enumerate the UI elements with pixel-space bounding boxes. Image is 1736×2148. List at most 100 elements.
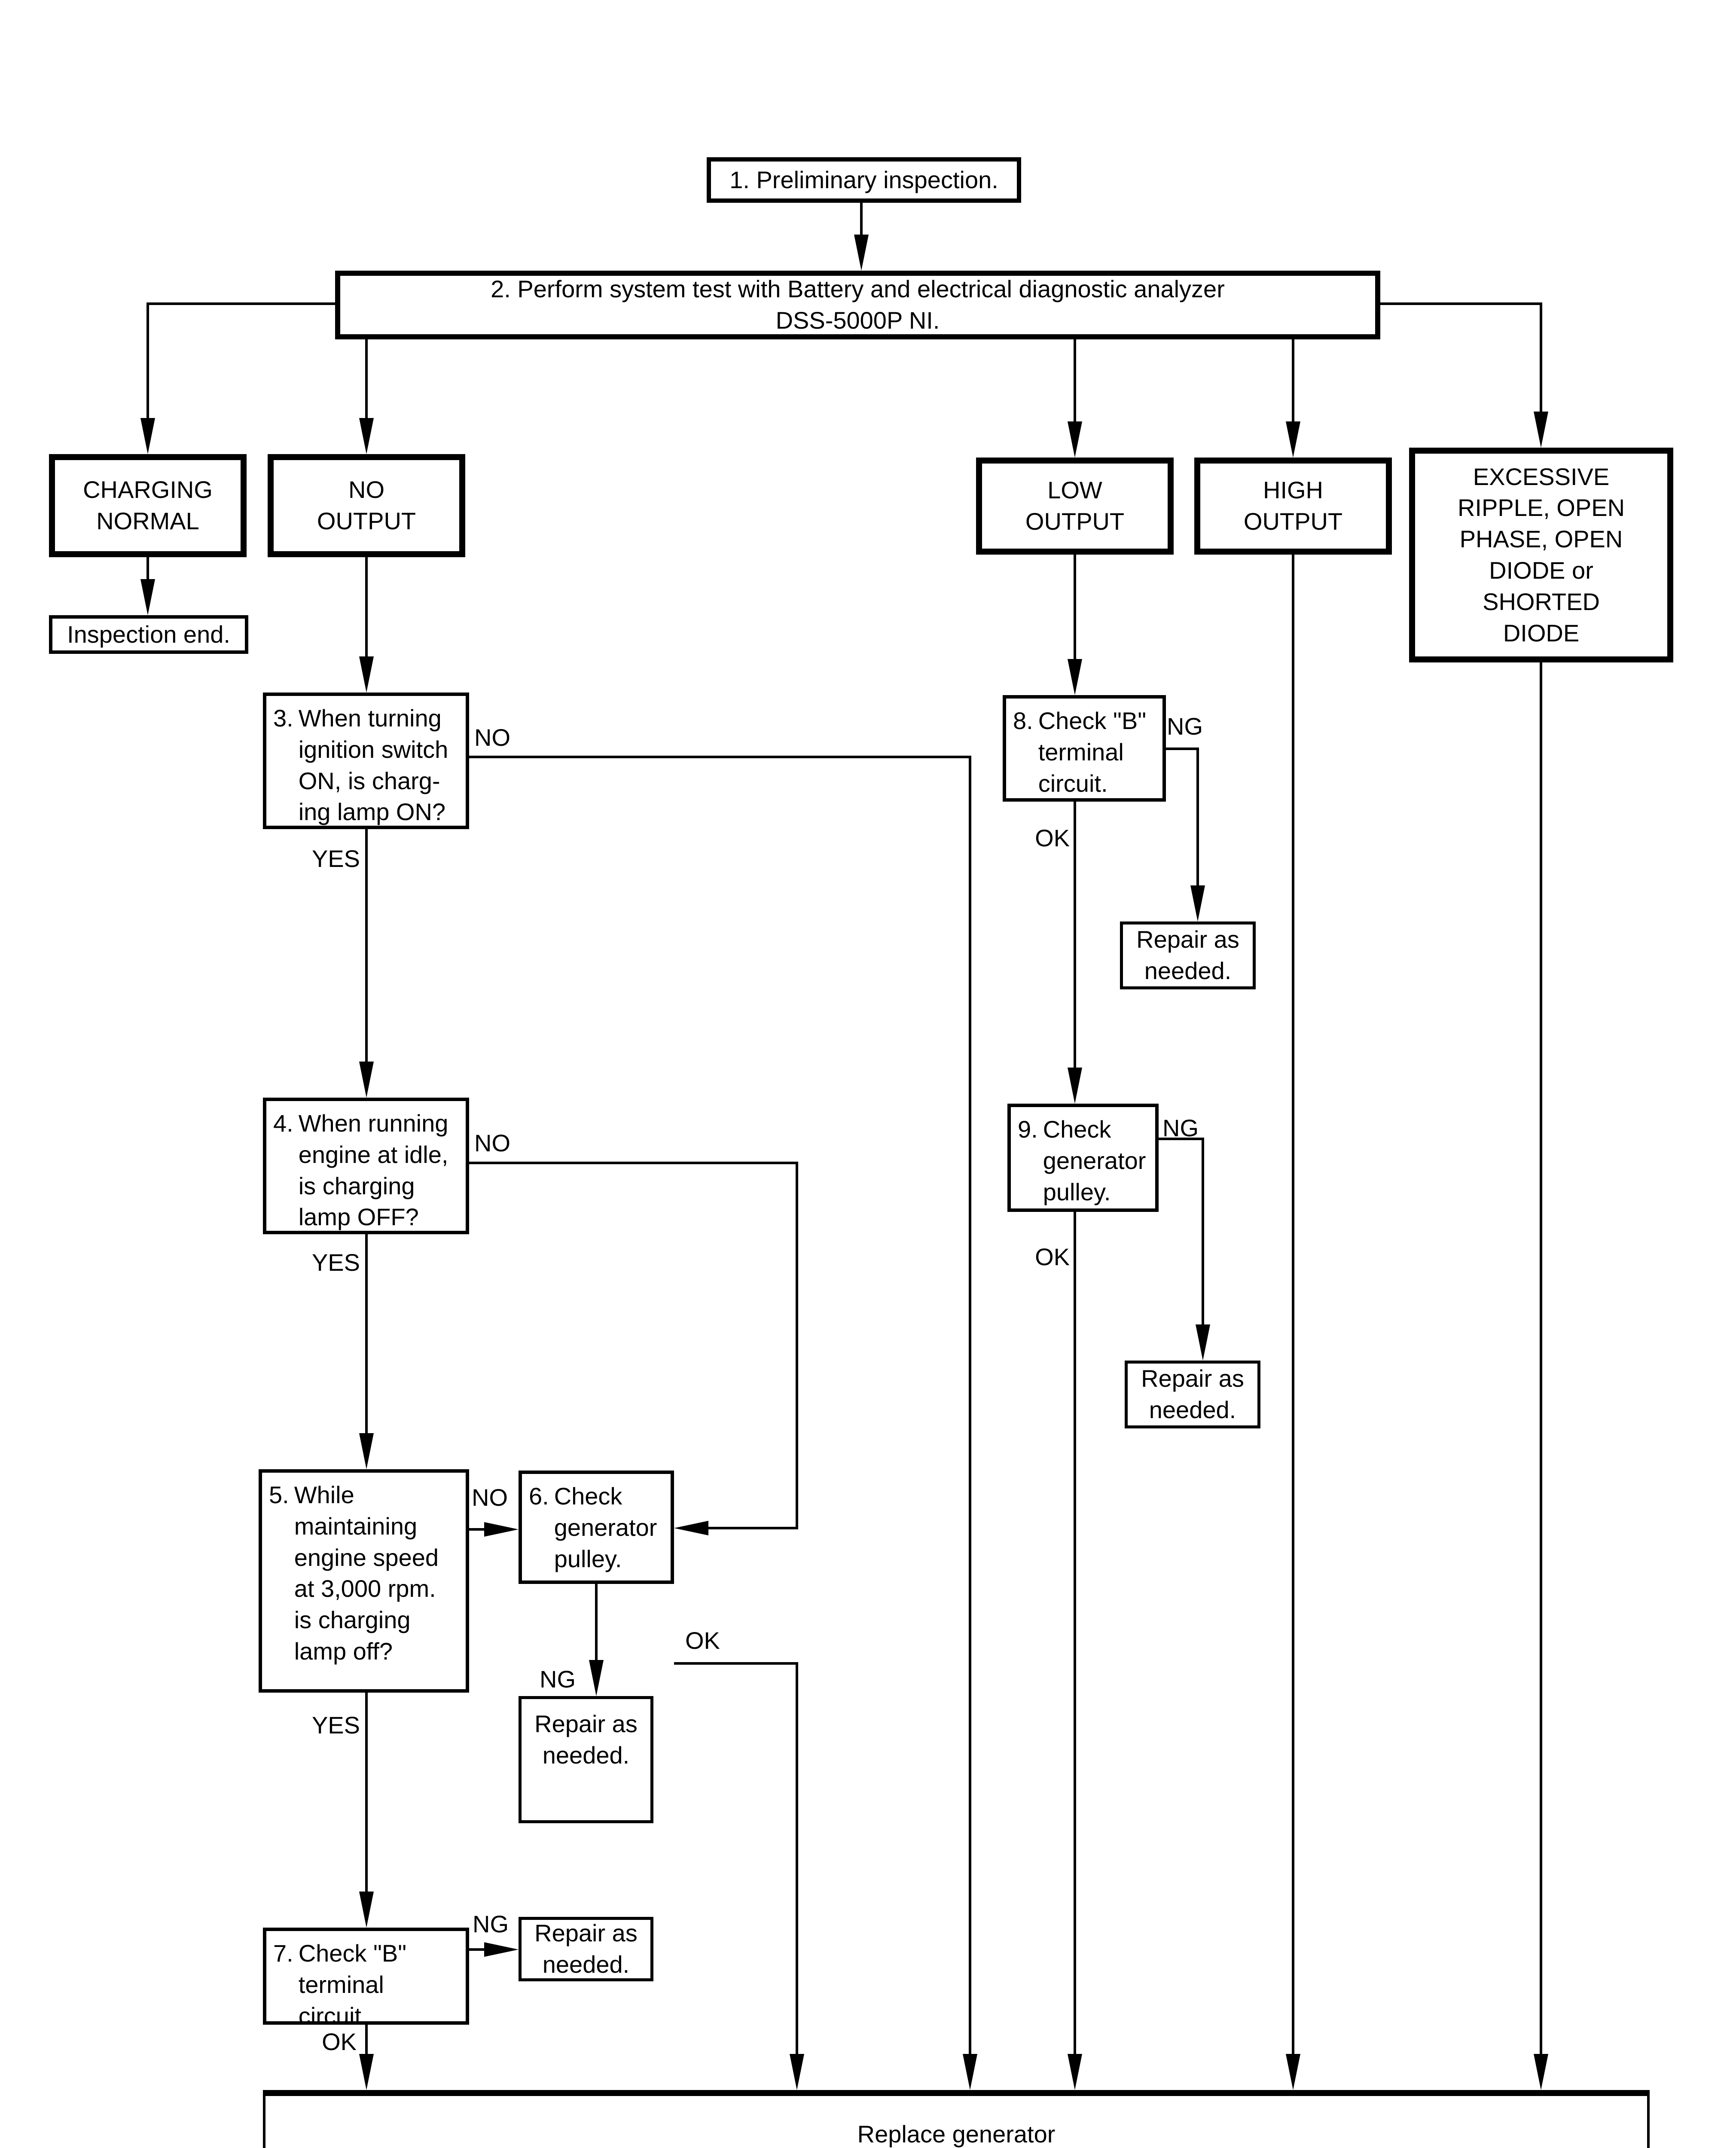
connector-line bbox=[146, 557, 149, 582]
node-step3-ignition-lamp: 3. When turning ignition switch ON, is c… bbox=[263, 693, 469, 829]
edge-label-step5-yes: YES bbox=[311, 1712, 360, 1739]
node-system-test: 2. Perform system test with Battery and … bbox=[335, 271, 1380, 339]
step5-number: 5. bbox=[269, 1481, 289, 1508]
node-inspection-end: Inspection end. bbox=[49, 615, 248, 654]
edge-label-step3-yes: YES bbox=[311, 845, 360, 872]
step6-text: Check generator pulley. bbox=[554, 1483, 657, 1572]
connector-line bbox=[708, 1527, 798, 1529]
connector-line bbox=[1159, 1138, 1204, 1140]
connector-line bbox=[1540, 302, 1542, 416]
step3-text: When turning ignition switch ON, is char… bbox=[298, 705, 448, 826]
step5-text: While maintaining engine speed at 3,000 … bbox=[294, 1481, 439, 1665]
step4-text: When running engine at idle, is charging… bbox=[298, 1110, 448, 1231]
edge-label-step8-ng: NG bbox=[1167, 713, 1203, 740]
node-repair-after-step7: Repair as needed. bbox=[519, 1917, 653, 1981]
connector-line bbox=[1074, 802, 1076, 1071]
arrowhead-down bbox=[1286, 421, 1300, 458]
step8-text: Check "B" terminal circuit. bbox=[1038, 707, 1147, 797]
connector-line bbox=[469, 1162, 798, 1164]
arrowhead-down bbox=[589, 1660, 604, 1696]
node-low-output: LOW OUTPUT bbox=[976, 458, 1174, 555]
step9-number: 9. bbox=[1018, 1116, 1038, 1143]
edge-label-step4-no: NO bbox=[474, 1129, 510, 1156]
connector-line bbox=[469, 756, 970, 758]
connector-line bbox=[1074, 555, 1076, 662]
connector-line bbox=[860, 203, 863, 237]
arrowhead-down bbox=[359, 1062, 374, 1098]
arrowhead-down bbox=[1068, 1068, 1082, 1104]
arrowhead-down bbox=[1190, 885, 1205, 921]
node-repair-after-step9: Repair as needed. bbox=[1125, 1361, 1260, 1428]
arrowhead-down bbox=[359, 656, 374, 693]
node-step5-3000rpm-lamp: 5. While maintaining engine speed at 3,0… bbox=[259, 1469, 469, 1693]
arrowhead-down bbox=[1068, 659, 1082, 695]
node-charging-normal: CHARGING NORMAL bbox=[49, 454, 247, 557]
connector-line bbox=[796, 1162, 798, 1529]
node-step4-idle-lamp: 4. When running engine at idle, is charg… bbox=[263, 1098, 469, 1234]
arrowhead-right bbox=[484, 1522, 519, 1537]
arrowhead-down bbox=[359, 2054, 374, 2090]
arrowhead-down bbox=[1068, 2054, 1082, 2090]
connector-line bbox=[1292, 339, 1294, 426]
connector-line bbox=[148, 302, 335, 305]
connector-line bbox=[365, 829, 368, 1065]
connector-line bbox=[469, 1528, 486, 1531]
node-excessive-ripple: EXCESSIVE RIPPLE, OPEN PHASE, OPEN DIODE… bbox=[1409, 448, 1673, 662]
connector-line bbox=[1166, 748, 1198, 750]
step6-number: 6. bbox=[529, 1483, 549, 1510]
connector-line bbox=[1196, 748, 1199, 889]
edge-label-step9-ng: NG bbox=[1162, 1114, 1199, 1141]
node-step8-b-terminal: 8. Check "B" terminal circuit. bbox=[1003, 695, 1166, 802]
connector-line bbox=[796, 1662, 798, 2057]
edge-label-step4-yes: YES bbox=[311, 1249, 360, 1276]
node-preliminary-inspection: 1. Preliminary inspection. bbox=[707, 157, 1021, 203]
arrowhead-down bbox=[854, 235, 869, 271]
connector-line bbox=[1380, 302, 1542, 305]
arrowhead-right bbox=[484, 1942, 519, 1957]
edge-label-step7-ok: OK bbox=[322, 2028, 357, 2055]
connector-line bbox=[365, 2025, 368, 2057]
connector-line bbox=[1540, 662, 1542, 2057]
edge-label-step7-ng: NG bbox=[473, 1910, 509, 1937]
connector-line bbox=[1202, 1138, 1204, 1329]
node-repair-after-step8: Repair as needed. bbox=[1120, 921, 1256, 989]
connector-line bbox=[595, 1584, 598, 1663]
arrowhead-down bbox=[1286, 2054, 1300, 2090]
edge-label-step3-no: NO bbox=[474, 724, 510, 751]
connector-line bbox=[365, 339, 368, 423]
edge-label-step5-no: NO bbox=[472, 1484, 508, 1511]
edge-label-step6-ok: OK bbox=[685, 1627, 720, 1654]
node-high-output: HIGH OUTPUT bbox=[1194, 458, 1392, 555]
connector-line bbox=[1074, 1212, 1076, 2057]
connector-line bbox=[146, 302, 149, 423]
step7-text: Check "B" terminal circuit. bbox=[298, 1940, 407, 2029]
node-step6-generator-pulley: 6. Check generator pulley. bbox=[519, 1471, 674, 1584]
arrowhead-down bbox=[140, 579, 155, 615]
node-repair-after-step6: Repair as needed. bbox=[519, 1696, 653, 1823]
connector-line bbox=[1074, 339, 1076, 426]
edge-label-step8-ok: OK bbox=[1035, 824, 1070, 851]
connector-line bbox=[969, 756, 971, 2057]
step7-number: 7. bbox=[273, 1940, 293, 1967]
node-step7-b-terminal: 7. Check "B" terminal circuit. bbox=[263, 1928, 469, 2029]
connector-line bbox=[365, 1693, 368, 1895]
connector-line bbox=[1292, 555, 1294, 2057]
arrowhead-down bbox=[963, 2054, 977, 2090]
node-replace-generator: Replace generator bbox=[263, 2090, 1650, 2148]
arrowhead-down bbox=[140, 418, 155, 454]
arrowhead-down bbox=[359, 1892, 374, 1928]
connector-line bbox=[365, 1234, 368, 1438]
edge-label-step9-ok: OK bbox=[1035, 1243, 1070, 1270]
arrowhead-down bbox=[1068, 421, 1082, 458]
connector-line bbox=[674, 1662, 798, 1665]
arrowhead-down bbox=[359, 1433, 374, 1469]
arrowhead-down bbox=[1196, 1324, 1210, 1361]
step3-number: 3. bbox=[273, 705, 293, 732]
connector-line bbox=[469, 1948, 486, 1951]
step8-number: 8. bbox=[1013, 707, 1033, 734]
arrowhead-down bbox=[1534, 2054, 1548, 2090]
arrowhead-left bbox=[674, 1521, 708, 1535]
step4-number: 4. bbox=[273, 1110, 293, 1137]
arrowhead-down bbox=[790, 2054, 804, 2090]
